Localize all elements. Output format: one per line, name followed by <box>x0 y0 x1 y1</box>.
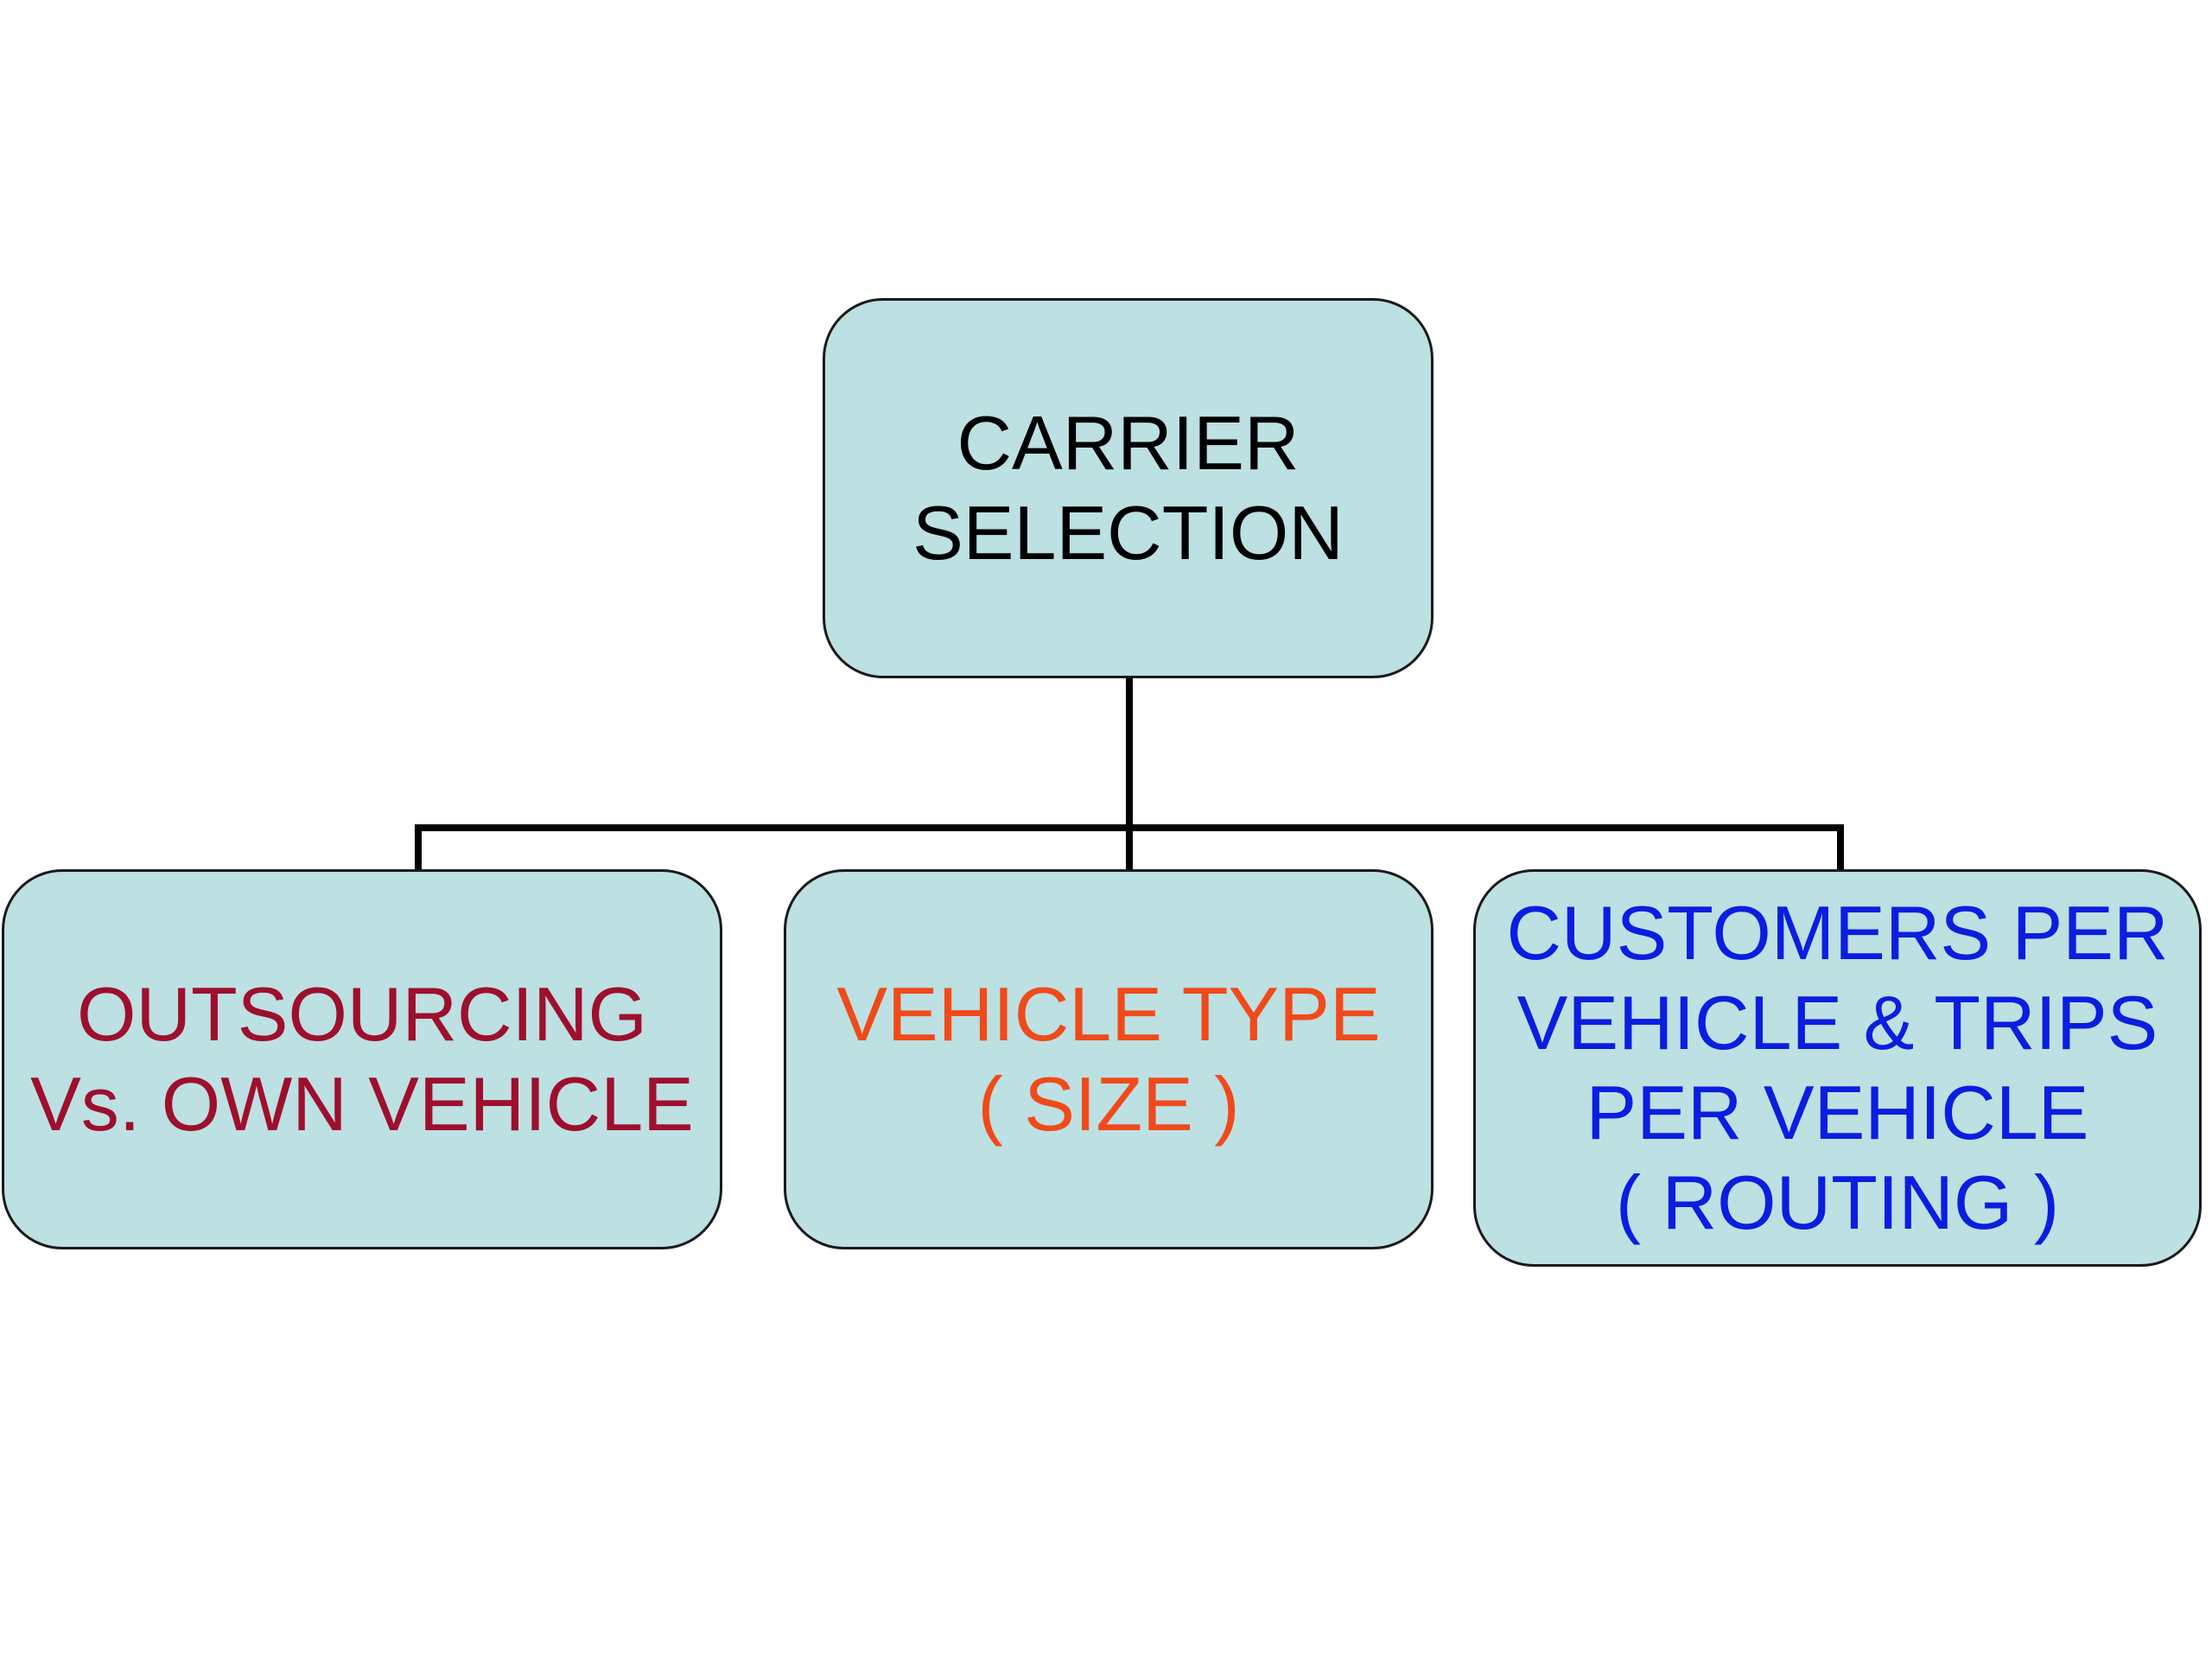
root-node-carrier-selection: CARRIER SELECTION <box>823 298 1433 678</box>
child-node-customers-per-vehicle: CUSTOMERS PER VEHICLE & TRIPS PER VEHICL… <box>1473 869 2202 1267</box>
child-node-label-outsourcing: OUTSOURCING Vs. OWN VEHICLE <box>30 971 694 1147</box>
child-node-label-vehicle-type: VEHICLE TYPE ( SIZE ) <box>836 971 1381 1147</box>
root-node-label: CARRIER SELECTION <box>912 400 1344 575</box>
child-node-outsourcing: OUTSOURCING Vs. OWN VEHICLE <box>2 869 722 1249</box>
child-node-label-customers-per-vehicle: CUSTOMERS PER VEHICLE & TRIPS PER VEHICL… <box>1506 890 2169 1245</box>
child-node-vehicle-type: VEHICLE TYPE ( SIZE ) <box>784 869 1433 1249</box>
